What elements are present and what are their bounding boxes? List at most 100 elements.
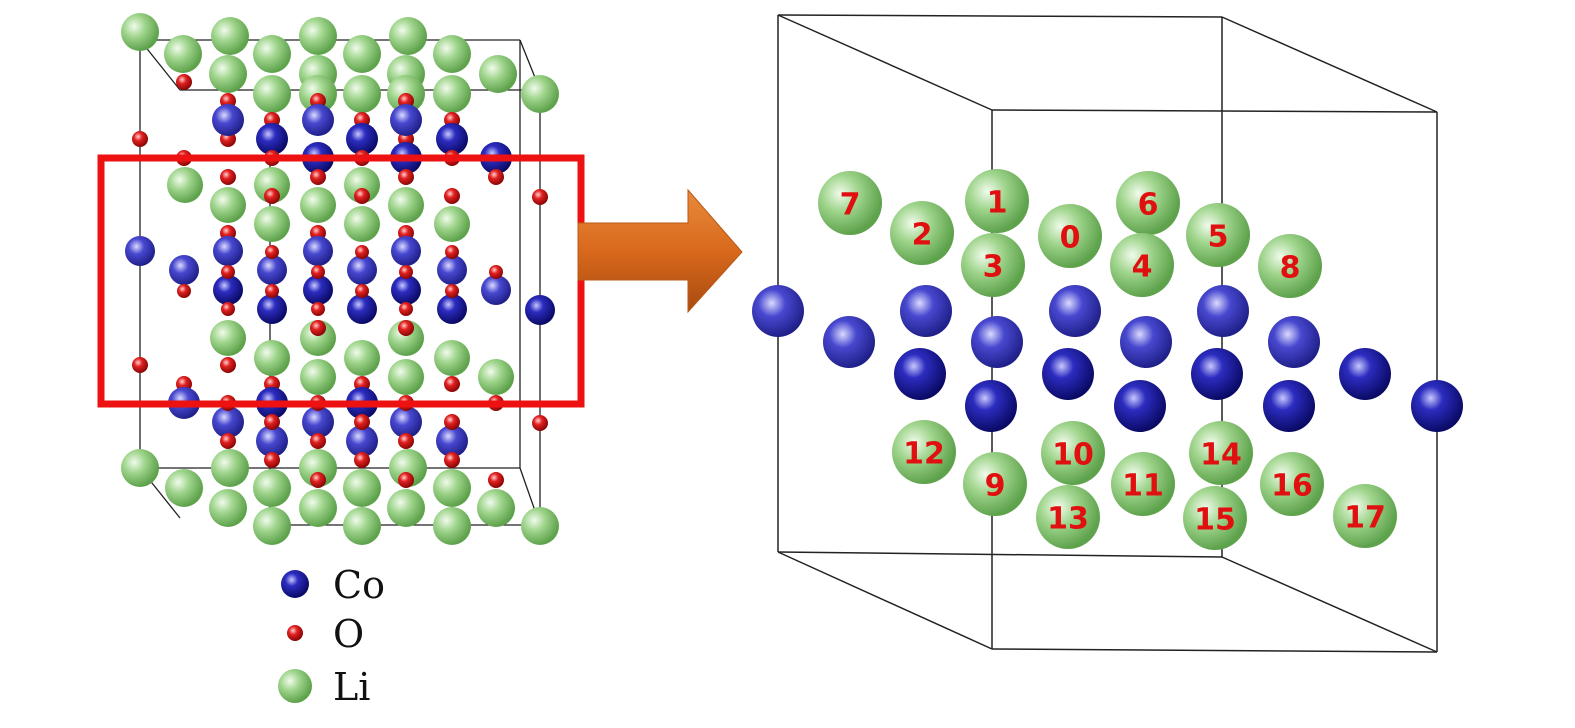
li-site-label: 8	[1280, 251, 1301, 286]
li-site-label: 9	[985, 469, 1006, 504]
li-atom	[253, 469, 291, 507]
right-unit-cell-frame	[777, 14, 1438, 653]
li-atom	[388, 187, 424, 223]
li-atom	[299, 489, 337, 527]
li-atom	[1110, 233, 1174, 297]
li-site-label: 4	[1132, 250, 1153, 285]
co-atom	[303, 275, 333, 305]
o-atom	[398, 169, 414, 185]
o-atom	[444, 188, 460, 204]
left-atoms	[121, 13, 559, 545]
li-atom	[299, 17, 337, 55]
legend: Co O Li	[278, 563, 385, 709]
li-site: 16	[1260, 452, 1324, 516]
co-atom	[971, 316, 1023, 368]
li-site-label: 2	[912, 218, 933, 253]
supercell-structure	[121, 13, 559, 545]
li-atom	[1260, 452, 1324, 516]
co-atom	[1042, 348, 1094, 400]
co-atom-icon	[281, 570, 309, 598]
o-atom	[488, 169, 504, 185]
co-atom	[1263, 380, 1315, 432]
li-site: 14	[1189, 421, 1253, 485]
li-atom	[961, 233, 1025, 297]
co-atom	[900, 285, 952, 337]
o-atom	[444, 452, 460, 468]
co-atom	[752, 285, 804, 337]
co-atom	[302, 406, 334, 438]
o-atom	[220, 169, 236, 185]
li-site: 17	[1333, 484, 1397, 548]
legend-label: Li	[333, 665, 370, 709]
co-atom	[391, 236, 421, 266]
li-site-label: 12	[903, 437, 945, 472]
li-atom	[433, 469, 471, 507]
li-atom	[1189, 421, 1253, 485]
o-atom	[265, 284, 279, 298]
li-atom	[479, 55, 517, 93]
li-atom	[343, 469, 381, 507]
li-atom	[387, 489, 425, 527]
li-atom	[253, 507, 291, 545]
o-atom	[354, 188, 370, 204]
li-atom	[253, 75, 291, 113]
li-site: 11	[1111, 452, 1175, 516]
o-atom	[445, 245, 459, 259]
o-atom	[532, 189, 548, 205]
co-atom	[213, 275, 243, 305]
li-atom	[389, 17, 427, 55]
li-atom	[1041, 421, 1105, 485]
li-site-label: 11	[1122, 469, 1164, 504]
o-atom	[132, 131, 148, 147]
co-atom	[965, 380, 1017, 432]
o-atom	[310, 320, 326, 336]
o-atom	[354, 452, 370, 468]
o-atom	[220, 433, 236, 449]
li-atom	[210, 320, 246, 356]
co-atom	[212, 104, 244, 136]
li-atom	[434, 340, 470, 376]
li-atom	[300, 359, 336, 395]
o-atom	[264, 188, 280, 204]
co-atom	[257, 255, 287, 285]
li-atom	[1038, 204, 1102, 268]
li-site: 0	[1038, 204, 1102, 268]
o-atom	[488, 472, 504, 488]
co-atom	[347, 294, 377, 324]
li-atom	[211, 17, 249, 55]
co-atom	[347, 255, 377, 285]
li-site: 8	[1258, 234, 1322, 298]
co-atom	[1268, 316, 1320, 368]
li-atom	[254, 340, 290, 376]
co-atom	[1197, 285, 1249, 337]
o-atom	[177, 284, 191, 298]
li-atom	[1186, 203, 1250, 267]
li-site: 15	[1183, 486, 1247, 550]
li-site-label: 0	[1060, 221, 1081, 256]
co-atom	[125, 236, 155, 266]
legend-item-o: O	[287, 612, 364, 656]
o-atom	[310, 169, 326, 185]
o-atom	[398, 433, 414, 449]
o-atom	[264, 452, 280, 468]
o-atom	[444, 376, 460, 392]
selection-box	[97, 154, 585, 408]
o-atom	[132, 357, 148, 373]
li-atom	[209, 55, 247, 93]
li-atom	[1333, 484, 1397, 548]
o-atom	[398, 320, 414, 336]
li-atom	[478, 359, 514, 395]
legend-item-co: Co	[281, 563, 385, 607]
li-atom	[521, 507, 559, 545]
co-atom	[256, 425, 288, 457]
co-atom	[390, 104, 422, 136]
li-site-label: 16	[1271, 469, 1313, 504]
co-atom	[823, 316, 875, 368]
co-atom	[481, 275, 511, 305]
co-atom	[1411, 380, 1463, 432]
li-atom	[1036, 485, 1100, 549]
li-atom	[1111, 452, 1175, 516]
co-atom	[437, 255, 467, 285]
li-atom	[890, 201, 954, 265]
